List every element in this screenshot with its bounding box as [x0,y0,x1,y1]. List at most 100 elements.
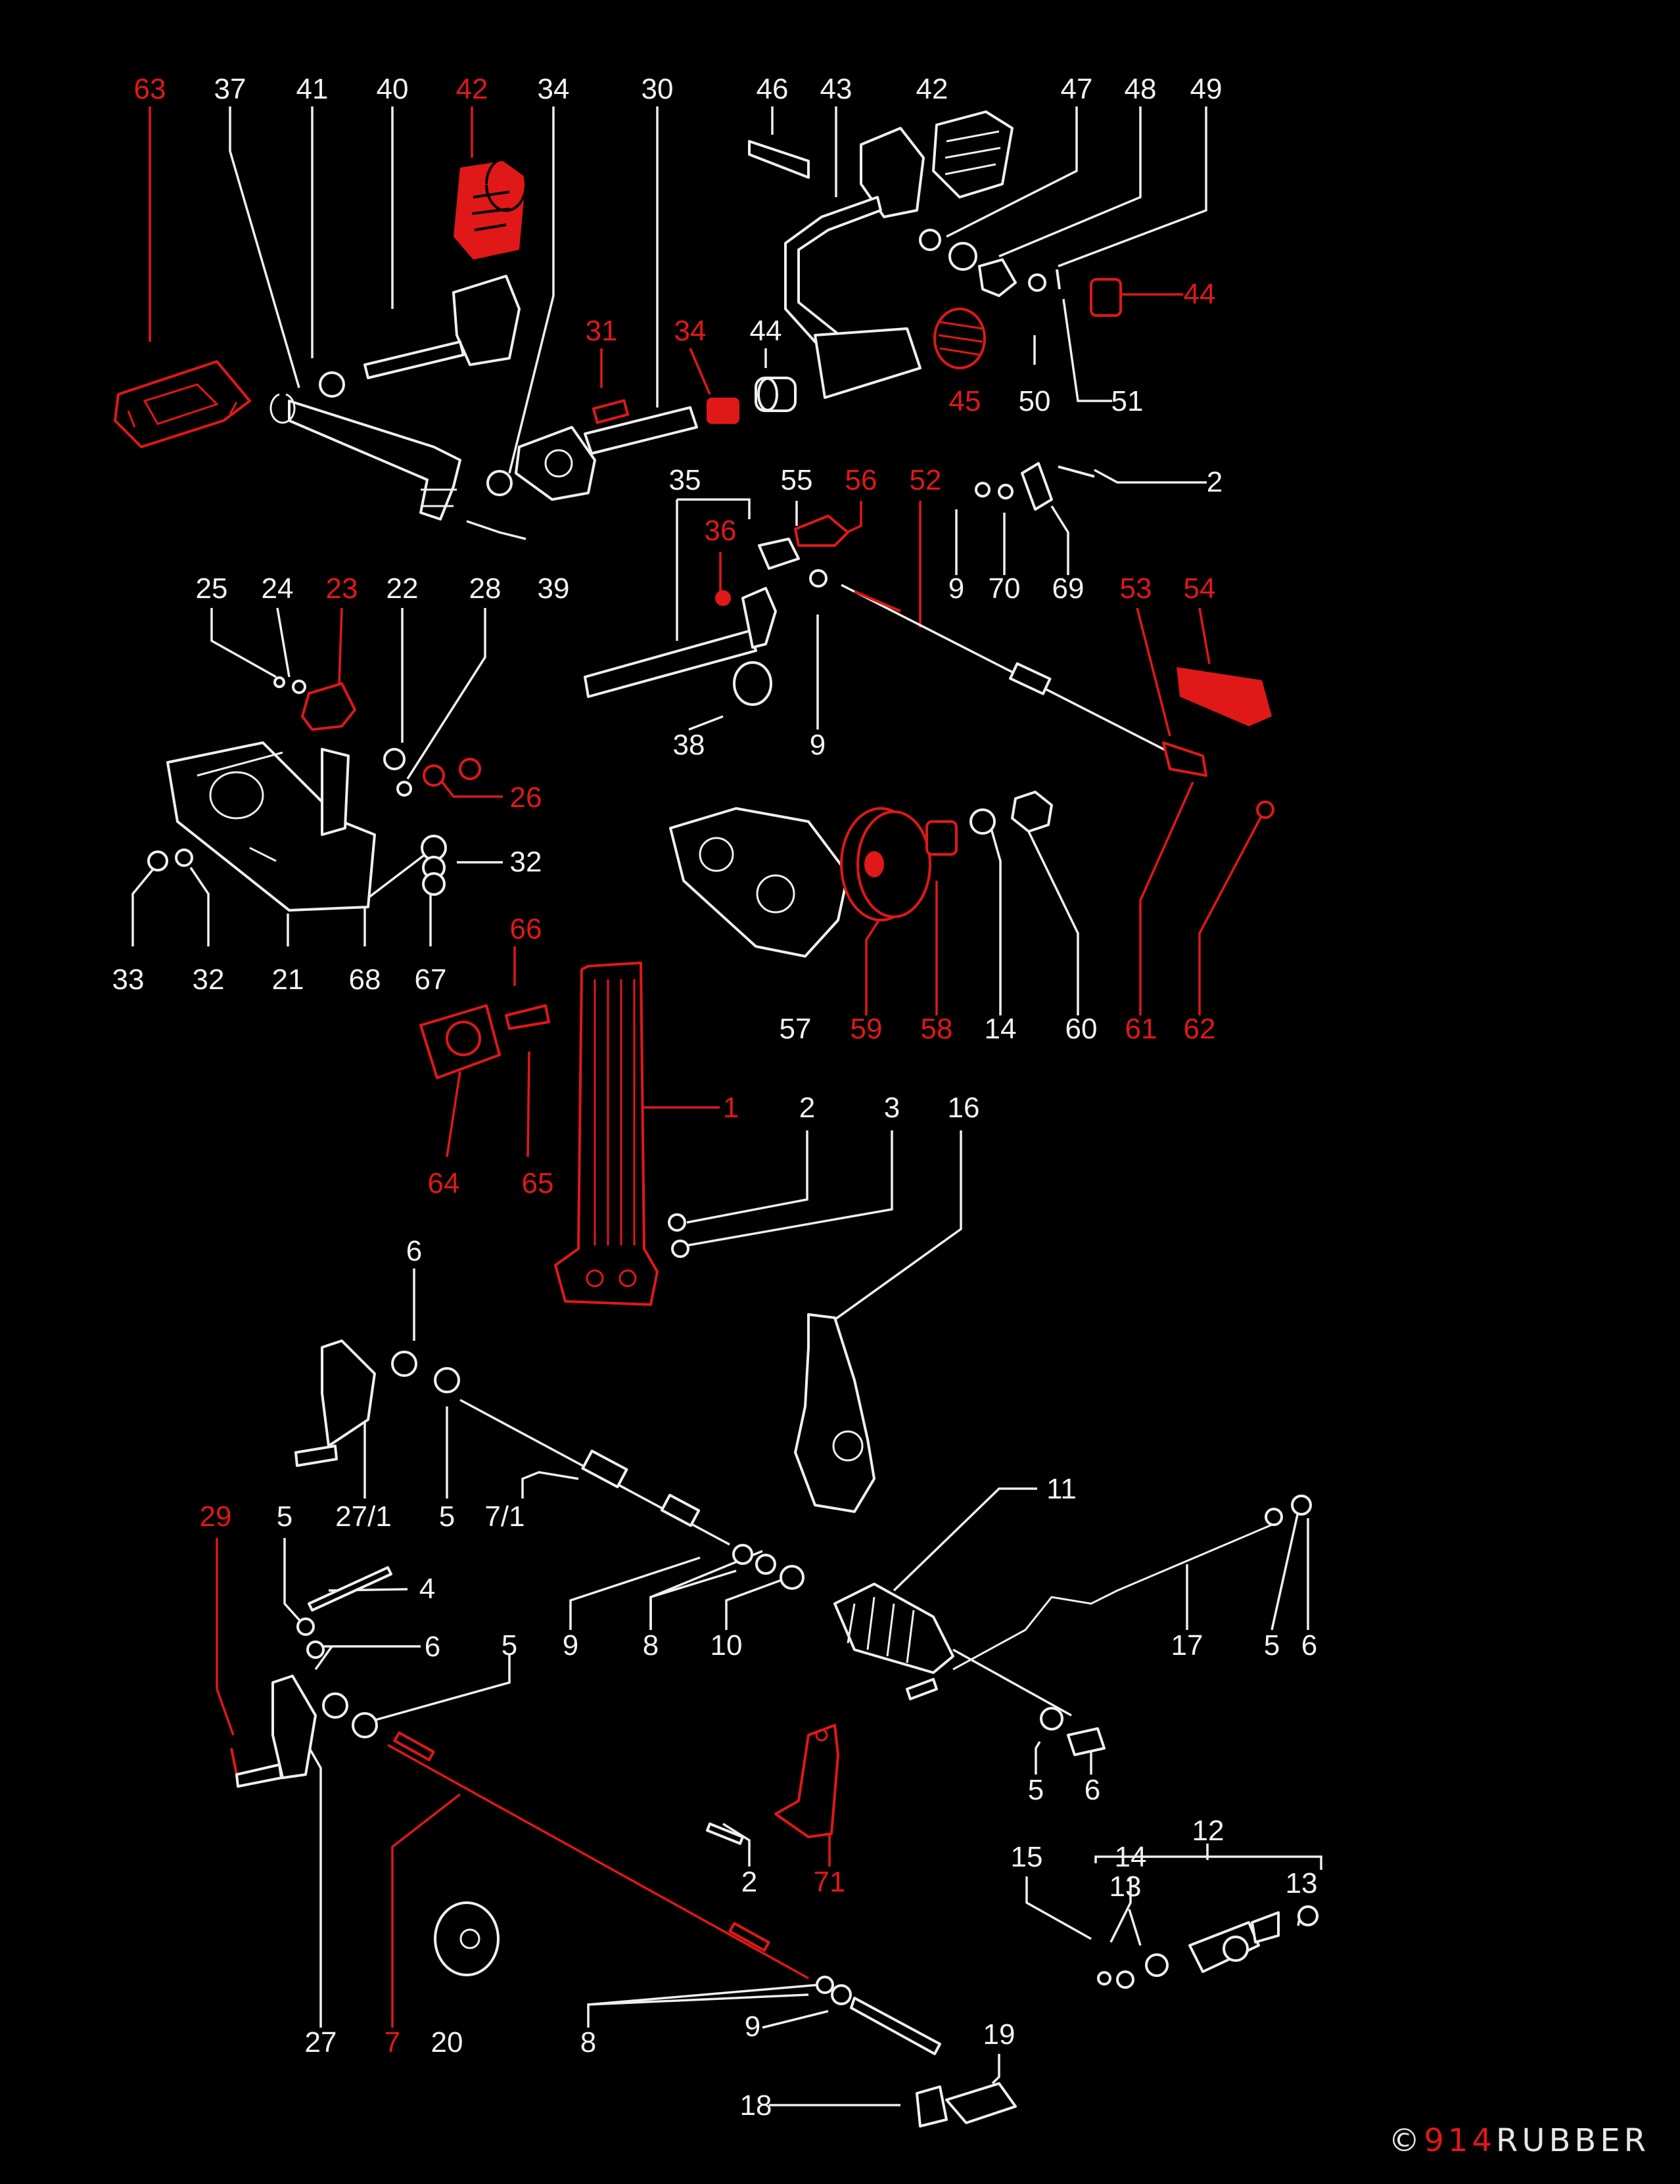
part-label: 44 [1184,278,1216,310]
part-50-washer [1028,273,1046,292]
part-7-cable-rod [850,1997,941,2055]
part-6-bushing-c [322,1692,348,1719]
part-4-rod [308,1566,392,1612]
part-label: 57 [780,1013,812,1045]
part-9-nut [809,569,828,588]
part-42-pedal-pad-red [454,156,527,260]
part-label: 53 [1120,572,1152,605]
part-label: 5 [439,1500,455,1533]
part-label: 17 [1171,1629,1203,1661]
part-label: 15 [1011,1841,1043,1873]
part-25-screw [273,676,285,688]
part-label: 70 [989,572,1021,605]
part-label: 63 [134,73,166,105]
part-label: 43 [820,73,852,105]
part-15-clip [1097,1971,1111,1986]
part-56-clamp [794,515,849,547]
part-17-throttle-rod [906,1523,1272,1700]
part-label: 66 [510,913,542,945]
copyright-symbol: © [1388,2122,1424,2159]
part-21-pedal-housing [166,741,376,912]
part-64-bearing-plate [419,1004,501,1079]
part-label: 64 [428,1167,460,1199]
part-46-pin [748,140,810,179]
part-3-washer [671,1240,689,1258]
part-label: 13 [1109,1870,1142,1903]
part-label: 59 [851,1013,883,1045]
part-label: 9 [810,729,826,761]
part-label: 51 [1111,385,1144,417]
part-label: 2 [741,1866,757,1898]
part-label: 69 [1052,572,1085,605]
part-69-bracket [1021,462,1053,511]
part-label: 22 [386,572,419,605]
part-label: 37 [214,73,246,105]
part-59-pulley [840,807,931,921]
part-label: 20 [431,2026,463,2058]
part-19-bushing [945,2082,1017,2124]
part-34-bushing-red [707,398,739,424]
part-label: 21 [272,964,304,996]
part-label: 10 [711,1629,743,1661]
part-1-accelerator-pedal [554,962,659,1306]
part-52-clutch-cable [841,584,1177,757]
part-label: 6 [406,1235,422,1267]
part-label: 11 [1046,1473,1077,1505]
part-label: 36 [705,515,737,547]
part-label: 68 [349,964,381,996]
part-62-nut [1256,801,1274,819]
part-label: 46 [757,73,789,105]
part-65-bolt [505,1004,550,1030]
part-label: 25 [196,572,228,605]
part-label: 38 [673,729,705,761]
part-label: 7 [385,2026,400,2058]
part-label: 47 [1061,73,1093,105]
part-label: 6 [1301,1629,1317,1661]
part-5-bushing-c [352,1712,378,1738]
part-14-washer [969,808,996,835]
part-2-screw-b [668,1213,686,1232]
part-20-grommet [434,1901,500,1976]
part-24-washer [292,680,306,694]
part-label: 34 [674,315,707,347]
part-47-nut [919,229,941,251]
copyright-brand: RUBBER [1495,2122,1650,2159]
part-55-clamp [758,538,800,570]
part-label: 35 [669,464,701,496]
part-29-pin [230,1748,238,1775]
part-label: 18 [740,2089,772,2122]
part-14-washer-b [1116,1970,1134,1989]
part-51-pin [1056,269,1061,290]
part-label: 2 [799,1092,815,1124]
part-8-washer [755,1554,776,1575]
part-16-pedal-stop [794,1313,875,1513]
part-70-washer [998,484,1014,500]
part-label: 71 [814,1866,846,1898]
parts [114,110,1318,2127]
part-label: 45 [949,385,981,417]
part-label: 3 [884,1092,900,1124]
part-40-brake-pedal [319,275,521,398]
part-label: 33 [112,964,145,996]
part-label: 12 [1192,1815,1225,1847]
part-label: 44 [750,315,782,347]
part-label: 40 [377,73,409,105]
part-44-bushing [755,377,797,412]
part-label: 30 [642,73,674,105]
part-label: 28 [469,572,502,605]
part-26-bushing [423,764,445,787]
part-38-spring [733,661,772,706]
part-42-pedal-pad [932,110,1014,198]
copyright-number: 914 [1424,2122,1496,2159]
part-53-cable-end [1162,741,1207,777]
part-37-pedal-lever [269,393,461,521]
part-label: 7/1 [484,1500,525,1533]
part-45-return-spring [933,308,986,369]
part-label: 49 [1190,73,1223,105]
part-7-1-cable [459,1399,730,1546]
part-label: 27/1 [335,1500,392,1533]
part-12-lever-assembly [1188,1911,1280,1973]
part-36-nut [715,590,731,606]
part-label: 9 [745,2010,760,2043]
part-label: 42 [916,73,948,105]
